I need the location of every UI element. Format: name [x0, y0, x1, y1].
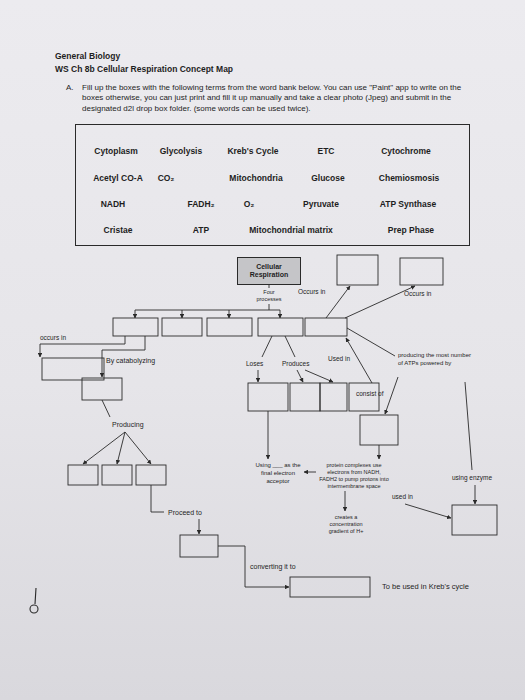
- page-subtitle: WS Ch 8b Cellular Respiration Concept Ma…: [55, 64, 233, 75]
- link-label: Four processes: [255, 289, 283, 303]
- blank-box: [102, 465, 132, 485]
- word-bank-term: Glycolysis: [160, 146, 203, 157]
- link-label: Producing: [112, 420, 144, 429]
- link-label: By catabolyzing: [106, 356, 155, 365]
- link-arrow: [268, 411, 269, 459]
- concept-text: Cellular Respiration: [241, 263, 297, 280]
- branch-line: [135, 310, 280, 311]
- word-bank-term: O₂: [244, 199, 254, 210]
- word-bank-term: ATP: [193, 225, 209, 236]
- link-label: Using ___ as the final electron acceptor: [254, 462, 302, 485]
- link-arrow: [326, 286, 350, 318]
- blank-box: [290, 383, 320, 411]
- blank-box: [320, 383, 347, 411]
- link-label: To be used in Kreb's cycle: [382, 582, 469, 592]
- link-label: converting it to: [250, 562, 296, 571]
- link-label: used in: [392, 493, 413, 501]
- word-bank-term: NADH: [101, 199, 126, 210]
- blank-box: [258, 318, 303, 336]
- blank-box: [68, 465, 98, 485]
- word-bank-term: Pyruvate: [303, 199, 339, 210]
- link-label: Loses: [246, 360, 263, 368]
- link-label: Used in: [328, 355, 350, 363]
- word-bank-term: Chemiosmosis: [379, 173, 439, 184]
- word-bank-term: FADH₂: [188, 199, 215, 210]
- concept-box: Cellular Respiration: [237, 257, 301, 285]
- word-bank-term: Kreb's Cycle: [227, 146, 278, 157]
- blank-box: [360, 415, 398, 445]
- item-letter: A.: [66, 83, 74, 93]
- branch-arrow: [117, 432, 125, 464]
- word-bank-term: Mitochondrial matrix: [249, 225, 333, 236]
- link-label: protein complexes use electrons from NAD…: [318, 462, 390, 491]
- link-arrow: [475, 485, 476, 504]
- link-line: [347, 328, 395, 356]
- blank-box: [290, 577, 370, 597]
- pen-mark: [30, 605, 38, 613]
- blank-box: [207, 318, 252, 336]
- link-arrow: [379, 445, 380, 459]
- link-line: [285, 336, 295, 357]
- blank-box: [337, 255, 378, 285]
- blank-box: [452, 505, 497, 535]
- blank-box: [82, 378, 122, 400]
- link-label: Produces: [282, 360, 309, 368]
- link-label: occurs in: [40, 334, 66, 342]
- link-label: Occurs in: [404, 290, 431, 298]
- link-label: consist of: [356, 390, 383, 398]
- word-bank-term: CO₂: [158, 173, 175, 184]
- link-label: using enzyme: [452, 474, 492, 482]
- branch-arrow: [83, 432, 125, 464]
- word-bank-term: Glucose: [311, 173, 345, 184]
- link-arrow: [304, 472, 316, 473]
- word-bank-term: Mitochondria: [229, 173, 282, 184]
- blank-box: [400, 258, 443, 285]
- stem-line: [269, 304, 270, 310]
- link-arrow: [405, 504, 451, 518]
- link-label: Proceed to: [168, 508, 202, 517]
- word-bank-term: Cytochrome: [381, 146, 431, 157]
- page-heading: General Biology: [55, 51, 120, 61]
- blank-box: [136, 465, 166, 485]
- branch-arrow: [182, 310, 183, 318]
- link-line: [465, 382, 472, 470]
- link-label: creates a concentration gradient of H+: [322, 514, 370, 535]
- blank-box: [180, 535, 218, 557]
- link-arrow: [297, 370, 303, 382]
- link-arrow: [199, 519, 200, 534]
- word-bank-term: ETC: [318, 146, 335, 157]
- word-bank-term: ATP Synthase: [380, 199, 436, 210]
- branch-arrow: [280, 310, 281, 318]
- link-arrow: [305, 370, 333, 382]
- stem-line: [269, 285, 270, 288]
- branch-arrow: [135, 310, 136, 318]
- link-label: Occurs in: [298, 288, 325, 296]
- link-label: producing the most number of ATPs powere…: [398, 352, 476, 368]
- link-arrow: [102, 336, 145, 377]
- link-arrow: [258, 370, 259, 382]
- blank-box: [113, 318, 158, 336]
- blank-box: [162, 318, 202, 336]
- word-bank-term: Prep Phase: [388, 225, 434, 236]
- blank-box: [305, 318, 347, 336]
- instructions: Fill up the boxes with the following ter…: [82, 83, 474, 114]
- pen-mark: [35, 588, 36, 604]
- word-bank-box: Cytoplasm Glycolysis Kreb's Cycle ETC Cytoch…: [75, 124, 470, 246]
- link-arrow: [385, 377, 398, 414]
- branch-arrow: [125, 432, 151, 464]
- word-bank-term: Cytoplasm: [94, 146, 137, 157]
- link-line: [102, 400, 110, 417]
- blank-box: [42, 358, 104, 380]
- link-line: [151, 485, 164, 512]
- link-line: [262, 336, 272, 357]
- word-bank-term: Acetyl CO-A: [93, 173, 143, 184]
- blank-box: [248, 383, 288, 411]
- word-bank-term: Cristae: [104, 225, 133, 236]
- branch-arrow: [229, 310, 230, 318]
- link-arrow: [345, 491, 346, 511]
